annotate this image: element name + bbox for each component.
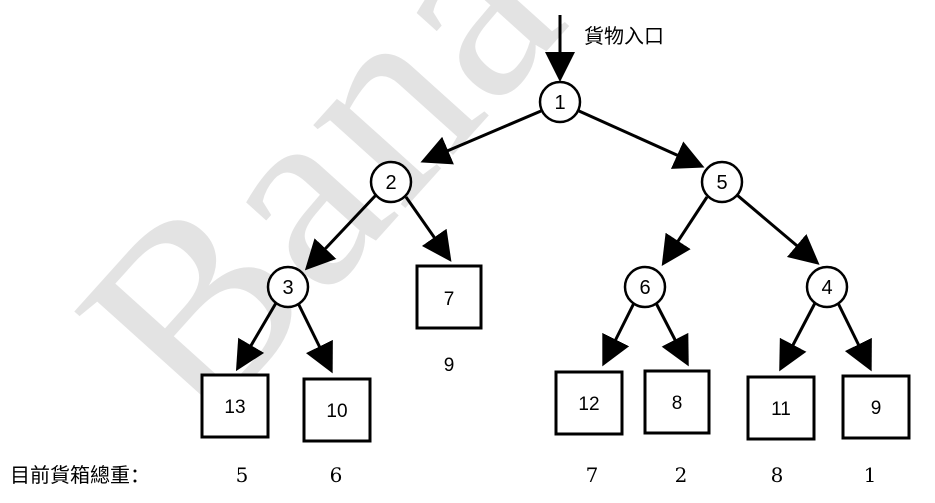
node-1: 1 [538, 80, 582, 124]
box-13: 13 [200, 373, 270, 439]
footer-value-3: 7 [586, 463, 599, 487]
node-6-label: 6 [639, 277, 650, 299]
node-4-label: 4 [821, 277, 832, 299]
footer-value-1: 5 [236, 463, 249, 487]
footer-value-5: 8 [771, 463, 784, 487]
edge-5-4 [736, 193, 820, 265]
box-11: 11 [746, 375, 816, 441]
box-11-label: 11 [771, 399, 791, 420]
node-5-label: 5 [716, 172, 727, 194]
node-3: 3 [266, 265, 310, 309]
box-8: 8 [643, 369, 711, 435]
edge-1-2 [420, 109, 542, 165]
box-10-label: 10 [326, 401, 347, 422]
node-1-label: 1 [554, 92, 565, 114]
edge-6-12 [602, 302, 636, 367]
edge-2-7 [404, 196, 452, 262]
node-3-label: 3 [282, 277, 293, 299]
edge-2-3 [304, 193, 378, 271]
edge-1-5 [578, 109, 705, 169]
edge-6-8 [654, 302, 689, 367]
box-9: 9 [841, 374, 911, 440]
box-7-label: 7 [444, 289, 455, 310]
edge-4-9 [836, 302, 872, 372]
box-7-note: 9 [444, 355, 455, 376]
edge-3-13 [235, 302, 278, 372]
node-2-label: 2 [385, 172, 396, 194]
box-12: 12 [554, 370, 624, 436]
box-13-label: 13 [224, 397, 245, 418]
footer-value-4: 2 [675, 463, 688, 487]
box-12-label: 12 [578, 394, 599, 415]
footer-label: 目前貨箱總重： [10, 463, 150, 487]
box-10: 10 [302, 377, 372, 443]
node-4: 4 [805, 265, 849, 309]
box-8-label: 8 [672, 393, 683, 414]
footer-value-2: 6 [330, 463, 343, 487]
node-2: 2 [369, 160, 413, 204]
entrance-label: 貨物入口 [584, 24, 664, 48]
edge-5-6 [661, 196, 709, 267]
footer-value-6: 1 [864, 463, 877, 487]
box-7: 7 [415, 264, 483, 330]
edge-3-10 [296, 302, 333, 374]
edge-4-11 [779, 302, 817, 372]
node-6: 6 [623, 265, 667, 309]
box-9-label: 9 [871, 398, 882, 419]
node-5: 5 [700, 160, 744, 204]
